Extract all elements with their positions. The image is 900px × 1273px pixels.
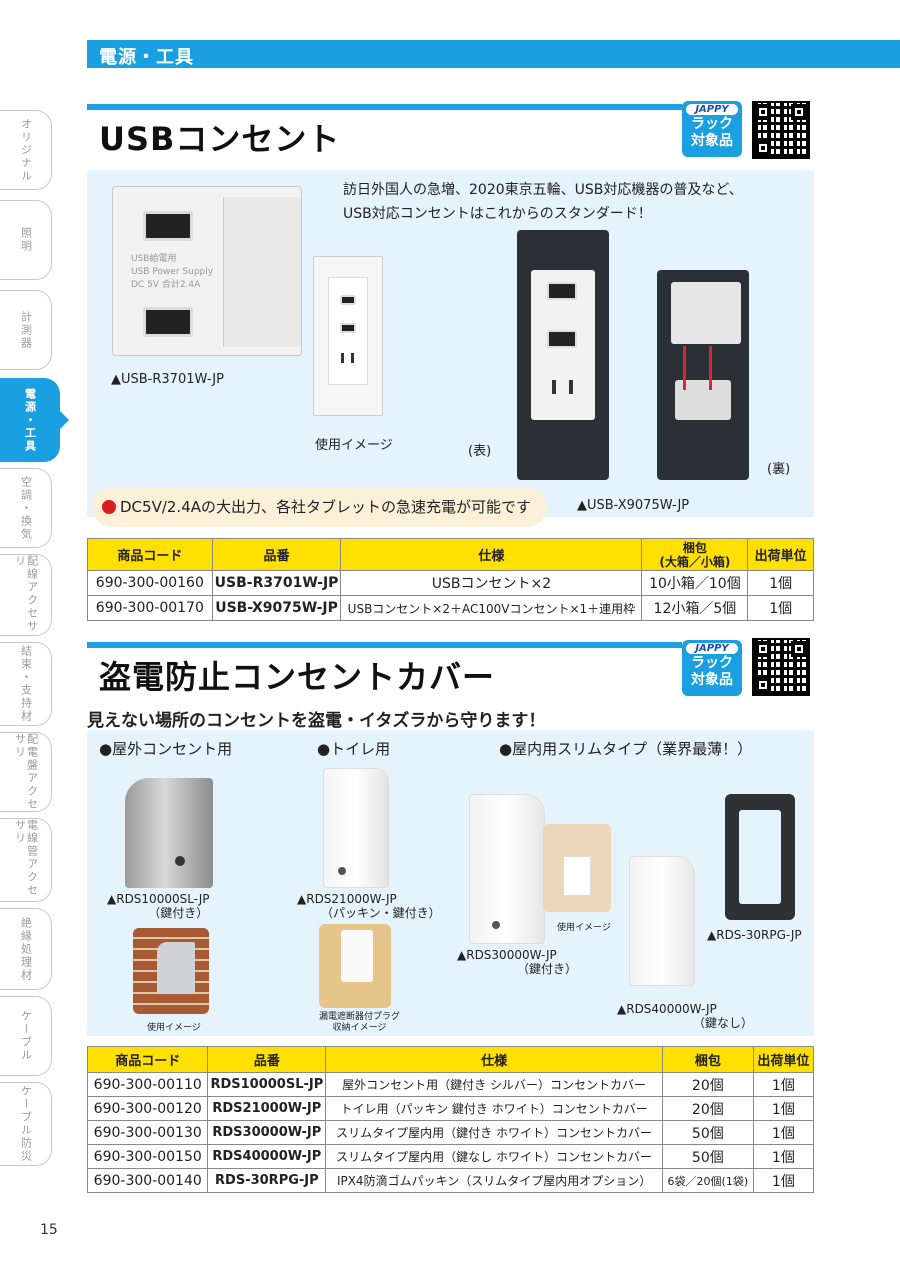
side-tab-wiring-accessories[interactable]: 配線アクセサリ [0,554,52,636]
side-tab-air-conditioning[interactable]: 空調・換気 [0,468,52,548]
caption-usage-image: 使用イメージ [315,438,393,453]
table-row: 690-300-00110 RDS10000SL-JP 屋外コンセント用（鍵付き… [86,1072,815,1097]
usb-r3701-module-image: USB給電用 USB Power Supply DC 5V 合計2.4A [112,186,302,356]
caption-rds21000w: ▲RDS21000W-JP （パッキン・鍵付き） [297,892,441,920]
side-tab-meters[interactable]: 計測器 [0,290,52,370]
cover-subtitle: 見えない場所のコンセントを盗電・イタズラから守ります！ [87,711,546,731]
caption-back: (裏) [767,462,791,477]
caption-rds30000w: ▲RDS30000W-JP （鍵付き） [457,948,578,976]
table-row: 690-300-00140 RDS-30RPG-JP IPX4防滴ゴムパッキン（… [86,1168,815,1193]
usb-product-panel: USB給電用 USB Power Supply DC 5V 合計2.4A ▲US… [87,170,814,517]
rds10000sl-image [125,778,213,888]
qr-code-icon[interactable] [752,101,810,159]
table-row: 690-300-00150 RDS40000W-JP スリムタイプ屋内用（鍵なし… [86,1144,815,1169]
cover-section-title: 盗電防止コンセントカバー [99,658,496,696]
outdoor-usage-image [133,928,209,1014]
table-row: 690-300-00170 USB-X9075W-JP USBコンセント×2＋A… [87,595,814,621]
side-tab-power-tools[interactable]: 電源・工具 [0,378,69,462]
usb-section-header: USBコンセント [87,104,682,158]
usb-feature-callout: DC5V/2.4Aの大出力、各社タブレットの急速充電が可能です [92,487,547,527]
cover-product-panel: ●屋外コンセント用 ●トイレ用 ●屋内用スリムタイプ（業界最薄！） ▲RDS10… [87,730,814,1036]
jappy-rack-badge: JAPPY ラック 対象品 [682,640,742,696]
jappy-rack-badge: JAPPY ラック 対象品 [682,101,742,157]
table-header-row: 商品コード 品番 仕様 梱包 (大箱／小箱) 出荷単位 [87,538,814,571]
rds21000w-image [323,768,389,888]
table-row: 690-300-00160 USB-R3701W-JP USBコンセント×2 1… [87,570,814,596]
caption-usb-x9075: ▲USB-X9075W-JP [577,498,690,513]
side-tab-original[interactable]: オリジナル [0,110,52,190]
side-tab-panel-accessories[interactable]: 配電盤アクセサリ [0,732,52,812]
side-tab-conduit-accessories[interactable]: 電線管アクセサリ [0,818,52,902]
side-tab-binding-support[interactable]: 結束・支持材 [0,642,52,726]
table-row: 690-300-00120 RDS21000W-JP トイレ用（パッキン 鍵付き… [86,1096,815,1121]
usb-intro-text: 訪日外国人の急増、2020東京五輪、USB対応機器の普及など、 USB対応コンセ… [343,182,743,222]
toilet-usage-image [319,924,391,1008]
slim-usage-image [543,824,611,912]
group-toilet: ●トイレ用 [317,740,391,758]
rds40000w-image [629,856,695,986]
side-tab-insulation[interactable]: 絶縁処理材 [0,908,52,990]
side-tab-lighting[interactable]: 照明 [0,200,52,280]
cover-spec-table: 商品コード 品番 仕様 梱包 出荷単位 690-300-00110 RDS100… [86,1046,815,1193]
usb-x9075-front-image [517,230,609,480]
caption-rds40000w: ▲RDS40000W-JP （鍵なし） [617,1002,754,1030]
usb-spec-table: 商品コード 品番 仕様 梱包 (大箱／小箱) 出荷単位 690-300-0016… [87,538,814,621]
category-title: 電源・工具 [99,47,194,68]
caption-toilet-usage: 漏電遮断器付プラグ 収納イメージ [319,1012,401,1033]
usb-x9075-back-image [657,270,749,480]
category-bar: 電源・工具 [87,40,900,68]
table-header-row: 商品コード 品番 仕様 梱包 出荷単位 [86,1046,815,1073]
caption-slim-usage: 使用イメージ [557,923,611,933]
side-tab-cable[interactable]: ケーブル [0,996,52,1076]
side-tab-cable-fireproof[interactable]: ケーブル防災 [0,1082,52,1166]
group-slim: ●屋内用スリムタイプ（業界最薄！） [499,740,753,758]
caption-rds10000sl: ▲RDS10000SL-JP （鍵付き） [107,892,210,920]
table-row: 690-300-00130 RDS30000W-JP スリムタイプ屋内用（鍵付き… [86,1120,815,1145]
usb-section-title: USBコンセント [99,120,341,158]
bullet-dot-icon [102,500,116,514]
caption-front: (表) [468,444,492,459]
group-outdoor: ●屋外コンセント用 [99,740,233,758]
rds30000w-image [469,794,545,944]
page-number: 15 [40,1222,58,1238]
cover-section-header: 盗電防止コンセントカバー [87,642,682,696]
rds-30rpg-image [725,794,795,920]
qr-code-icon[interactable] [752,638,810,696]
usage-image-plate [313,256,383,416]
caption-rds-30rpg: ▲RDS-30RPG-JP [707,928,802,942]
caption-outdoor-usage: 使用イメージ [147,1023,201,1033]
caption-usb-r3701: ▲USB-R3701W-JP [111,372,224,387]
